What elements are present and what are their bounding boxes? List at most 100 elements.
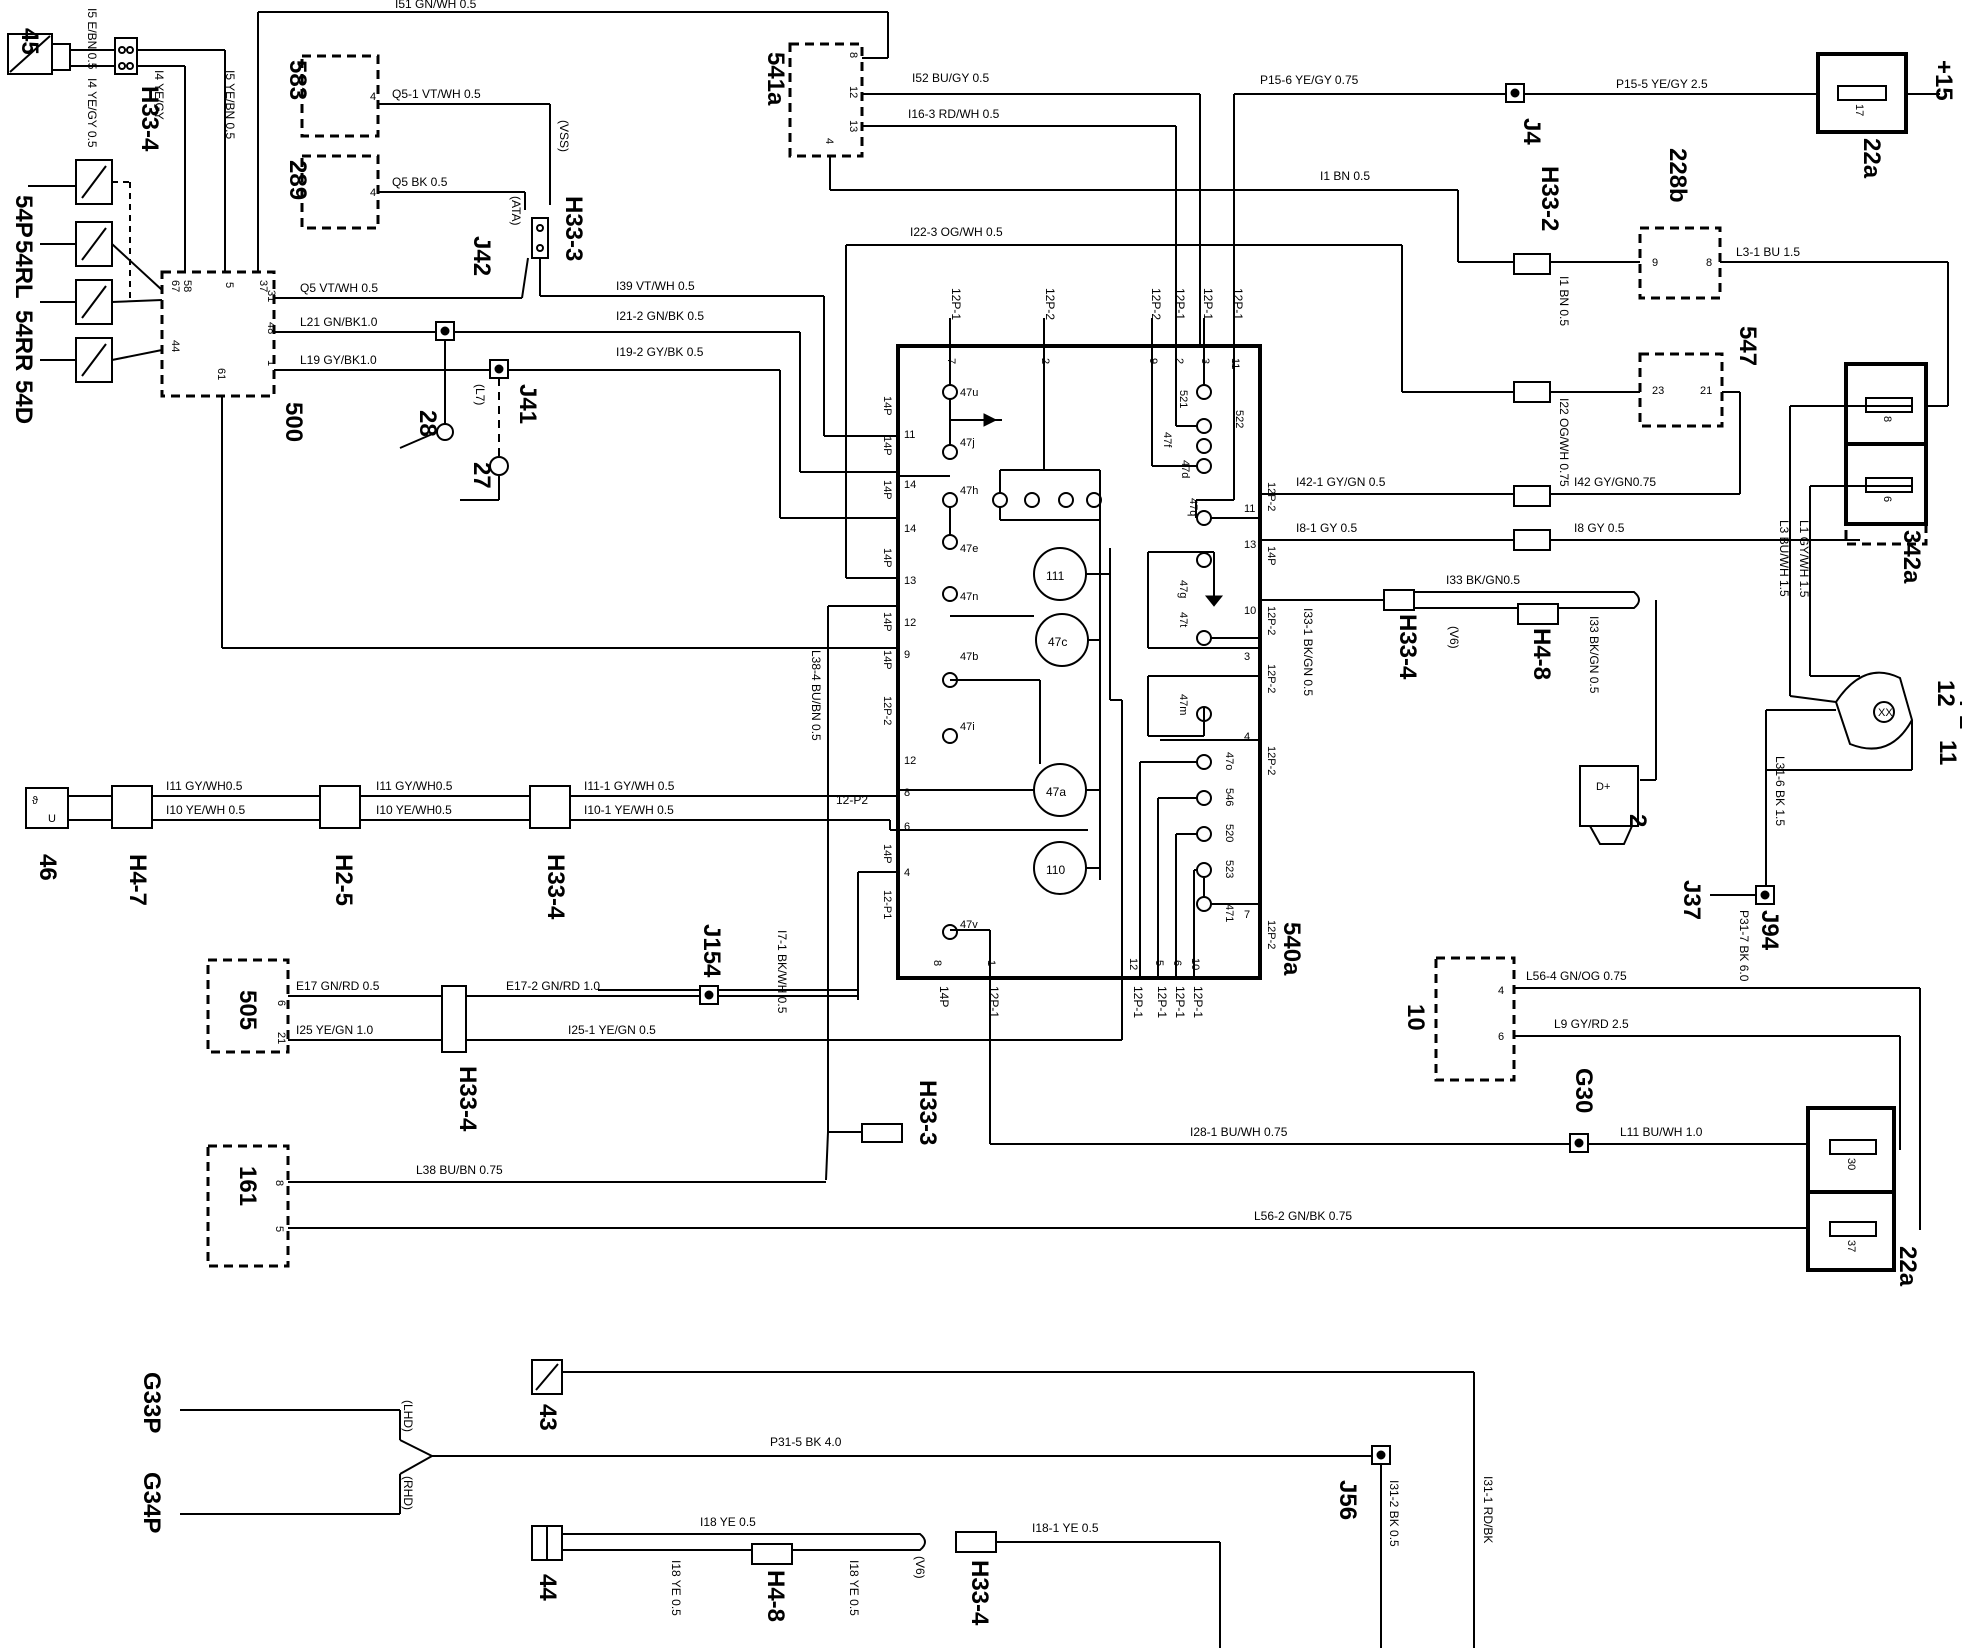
ground-g34p-label: G34P xyxy=(138,1472,165,1533)
svg-text:5: 5 xyxy=(223,282,235,288)
wire-l56-4-label: L56-4 GN/OG 0.75 xyxy=(1526,969,1627,983)
connector-h33-4-c: H33-4 xyxy=(529,785,571,920)
connector-h33-4-b: H33-4 xyxy=(1383,589,1421,680)
svg-text:31: 31 xyxy=(265,290,277,302)
svg-text:8: 8 xyxy=(1706,257,1712,269)
svg-text:8: 8 xyxy=(847,52,859,58)
wire-p15-6-label: P15-6 YE/GY 0.75 xyxy=(1260,73,1359,87)
switch-54rl: 54RL xyxy=(10,221,113,299)
connector-h33-4-d: H33-4 xyxy=(441,985,481,1132)
h33-4-b-label: H33-4 xyxy=(1394,614,1421,680)
h4-7-label: H4-7 xyxy=(124,854,151,906)
diode-2 xyxy=(1204,595,1224,607)
module-505: 505 6 21 xyxy=(206,958,290,1054)
cluster-pin-bottom-6: 12P-1 xyxy=(1173,986,1187,1018)
fuse-22a-top-label: 22a xyxy=(1858,138,1885,179)
cluster-lamps-right: 521 522 47f 47d 47q 47g 47t 47m 47o 546 … xyxy=(1161,384,1245,922)
switch-54rr-label: 54RR xyxy=(10,310,37,371)
wire-v6b-label: (V6) xyxy=(913,1556,927,1579)
svg-text:21: 21 xyxy=(275,1032,287,1044)
svg-text:ϑ: ϑ xyxy=(32,795,38,807)
svg-text:7: 7 xyxy=(1244,909,1250,921)
module-500: 500 58 67 44 5 37 31 48 1 61 xyxy=(160,270,307,442)
wire-vss-label: (VSS) xyxy=(557,120,571,152)
wire-l31-6-label: L31-6 BK 1.5 xyxy=(1773,756,1787,826)
connector-h33-3-b: H33-3 xyxy=(861,1080,941,1145)
wire-v6a-label: (V6) xyxy=(1447,626,1461,649)
module-547-label: 547 xyxy=(1734,326,1761,366)
svg-text:D+: D+ xyxy=(1596,781,1610,793)
wire-i33b-label: I33 BK/GN 0.5 xyxy=(1587,616,1601,694)
h4-8-a-label: H4-8 xyxy=(1528,628,1555,680)
wire-i51-label: I51 GN/WH 0.5 xyxy=(395,0,477,11)
lamp-523: 523 xyxy=(1223,860,1235,878)
component-2-label: 2 xyxy=(1624,814,1651,827)
wire-i22-3-label: I22-3 OG/WH 0.5 xyxy=(910,225,1003,239)
svg-text:8: 8 xyxy=(904,787,910,799)
lamp-522: 522 xyxy=(1233,410,1245,428)
lamp-47t: 47t xyxy=(1177,612,1189,627)
lamp-471: 471 xyxy=(1223,904,1235,922)
wire-i19-2-label: I19-2 GY/BK 0.5 xyxy=(616,345,704,359)
wire-i1bn-label: I1 BN 0.5 xyxy=(1557,276,1571,326)
wire-i25-label: I25 YE/GN 1.0 xyxy=(296,1023,373,1037)
cluster-pin-bottom-5: 12P-1 xyxy=(1155,986,1169,1018)
svg-text:11: 11 xyxy=(1244,503,1255,515)
wire-i42-1-label: I42-1 GY/GN 0.5 xyxy=(1296,475,1386,489)
h33-4-a-label: H33-4 xyxy=(136,86,163,152)
gauge-110: 110 xyxy=(1033,841,1087,895)
switch-43: 43 xyxy=(531,1359,563,1431)
svg-text:12: 12 xyxy=(847,86,859,98)
module-505-label: 505 xyxy=(234,990,261,1030)
cluster-pin-top-2: 12P-2 xyxy=(1043,288,1057,320)
connector-h33-4-e: H33-4 xyxy=(955,1531,997,1626)
svg-text:30: 30 xyxy=(1845,1158,1857,1170)
switch-43-label: 43 xyxy=(534,1404,561,1431)
fuse-342a-label: 342a xyxy=(1898,530,1925,584)
h33-3-a-label: H33-3 xyxy=(560,196,587,261)
wire-i33-label: I33 BK/GN0.5 xyxy=(1446,573,1520,587)
svg-text:61: 61 xyxy=(215,368,227,380)
svg-text:5: 5 xyxy=(273,1226,285,1232)
svg-text:14P: 14P xyxy=(881,396,893,416)
svg-text:12: 12 xyxy=(904,755,916,767)
wire-i8-label: I8 GY 0.5 xyxy=(1574,521,1625,535)
svg-text:4: 4 xyxy=(1498,985,1504,997)
ground-g30-label: J37 xyxy=(1678,880,1705,920)
wire-l19-label: L19 GY/BK1.0 xyxy=(300,353,377,367)
wire-i31-2-label: I31-2 BK 0.5 xyxy=(1387,1480,1401,1547)
junction-l7-label: (L7) xyxy=(473,384,487,405)
junction-j41-label: J41 xyxy=(514,384,541,424)
wire-i52-label: I52 BU/GY 0.5 xyxy=(912,71,989,85)
fog-lamp-label-12: 12 xyxy=(1932,680,1959,707)
svg-text:1: 1 xyxy=(265,360,277,366)
svg-text:14P: 14P xyxy=(1265,546,1277,566)
wire-i4b-label: I4 YE/GY xyxy=(152,70,166,120)
svg-text:6: 6 xyxy=(904,821,910,833)
lamp-47v: 47v xyxy=(960,919,978,931)
svg-text:9: 9 xyxy=(904,649,910,661)
gauge-47a-label: 47a xyxy=(1046,785,1066,799)
diode-1 xyxy=(983,413,998,427)
wire-e17-label: E17 GN/RD 0.5 xyxy=(296,979,380,993)
h2-5-label: H2-5 xyxy=(330,854,357,906)
gauge-111: 111 xyxy=(1033,547,1087,601)
component-46: ϑ U 46 xyxy=(25,787,69,881)
module-583-label: 583 xyxy=(284,60,311,100)
connector-h33-4-a: H33-4 xyxy=(114,37,163,152)
switch-44: 44 xyxy=(531,1525,563,1601)
svg-text:14P: 14P xyxy=(881,436,893,456)
fog-lamp-fl: XX 12 FL 11 xyxy=(1834,671,1962,765)
module-228b-label: 228b xyxy=(1664,148,1691,203)
wire-p31-7-label: P31-7 BK 6.0 xyxy=(1737,910,1751,982)
cluster-lamps-left: 47u 47j 47h 47e 47n 47b 47i 47v xyxy=(942,384,978,940)
wire-i22-label: I22 OG/WH 0.75 xyxy=(1557,398,1571,487)
svg-text:67: 67 xyxy=(169,280,181,292)
gauge-47c-label: 47c xyxy=(1048,635,1067,649)
wire-i16-3-label: I16-3 RD/WH 0.5 xyxy=(908,107,1000,121)
wire-i5-yebn-label: I5 YE/BN 0.5 xyxy=(223,70,237,139)
lamp-47o: 47o xyxy=(1223,752,1235,770)
svg-text:4: 4 xyxy=(370,91,376,103)
svg-text:12P-2: 12P-2 xyxy=(1265,606,1277,635)
svg-text:12P-2: 12P-2 xyxy=(1265,482,1277,511)
